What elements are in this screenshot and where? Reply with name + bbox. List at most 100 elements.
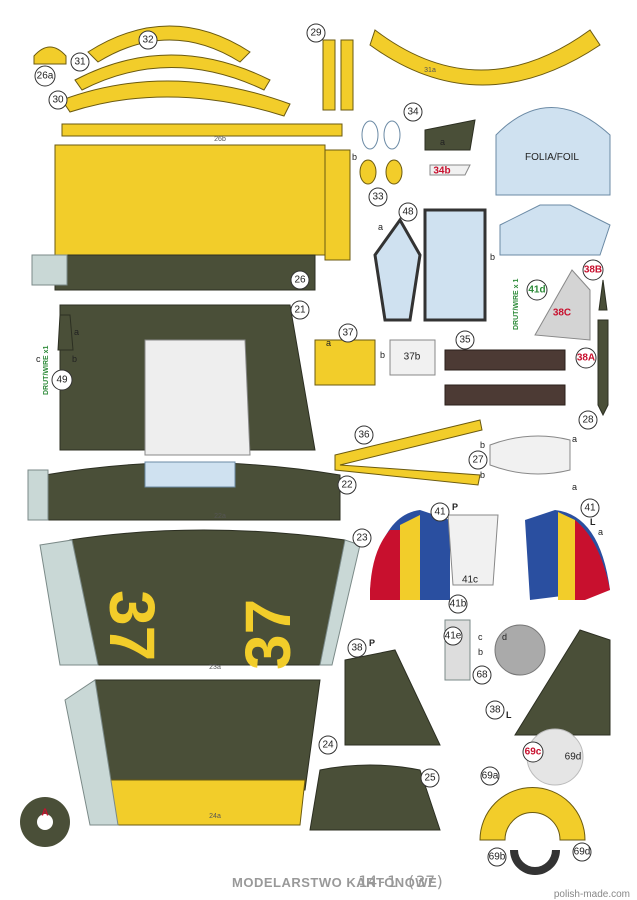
svg-text:69b: 69b — [489, 852, 506, 863]
svg-text:a: a — [440, 137, 445, 147]
label-36: 36 — [354, 425, 374, 445]
svg-text:a: a — [572, 482, 577, 492]
part-labels: 32 31 26a 30 26b 29 31a 34 34b 33 48 26 … — [34, 23, 604, 867]
part-32-ring — [33, 25, 343, 137]
part-33 — [359, 120, 403, 185]
svg-text:36: 36 — [358, 430, 370, 441]
label-38-right: 38 — [485, 700, 505, 720]
label-30: 30 — [48, 90, 68, 110]
svg-text:32: 32 — [142, 35, 154, 46]
website: polish-made.com — [554, 889, 630, 900]
part-69a — [479, 787, 586, 841]
part-36 — [334, 419, 483, 486]
svg-text:38: 38 — [351, 643, 363, 654]
part-21-fuselage — [59, 304, 316, 456]
svg-text:a: a — [598, 527, 603, 537]
part-A-hub — [37, 814, 53, 830]
svg-text:b: b — [480, 470, 485, 480]
label-37b: 37b — [404, 352, 421, 363]
part-68-disc — [494, 624, 546, 676]
svg-text:48: 48 — [402, 207, 414, 218]
svg-text:c: c — [478, 632, 483, 642]
label-26a: 26a — [34, 65, 56, 87]
letter-P-38: P — [369, 638, 375, 648]
part-69b — [510, 850, 560, 875]
svg-text:49: 49 — [56, 375, 68, 386]
label-38A: 38A — [575, 347, 597, 369]
label-38B: 38B — [582, 259, 604, 281]
label-27: 27 — [468, 450, 488, 470]
part-38-left-stab — [344, 649, 441, 746]
svg-text:34: 34 — [407, 107, 419, 118]
label-26: 26 — [290, 270, 310, 290]
svg-text:37: 37 — [342, 328, 354, 339]
part-24 — [64, 679, 321, 826]
label-69d-2: 69d — [572, 842, 592, 862]
label-48: 48 — [398, 202, 418, 222]
tail-number-left: 37 — [96, 590, 168, 661]
svg-text:26: 26 — [294, 275, 306, 286]
part-29 — [322, 39, 354, 111]
svg-text:b: b — [352, 152, 357, 162]
label-37: 37 — [338, 323, 358, 343]
svg-text:23: 23 — [356, 533, 368, 544]
part-48-canopy — [373, 208, 487, 322]
part-22 — [27, 461, 341, 521]
label-23: 23 — [352, 528, 372, 548]
svg-text:38: 38 — [489, 705, 501, 716]
part-31a — [369, 29, 601, 86]
part-27 — [489, 435, 571, 475]
label-49: 49 — [51, 369, 73, 391]
letter-P-41: P — [452, 502, 458, 512]
part-49 — [57, 314, 74, 351]
label-28: 28 — [578, 410, 598, 430]
part-41-left-rudder — [370, 510, 450, 600]
part-25 — [309, 764, 441, 831]
label-41b: 41b — [448, 594, 468, 614]
label-32: 32 — [138, 30, 158, 50]
svg-text:c: c — [36, 354, 41, 364]
label-31: 31 — [70, 52, 90, 72]
svg-text:a: a — [326, 338, 331, 348]
foil-label: FOLIA/FOIL — [525, 152, 579, 163]
svg-text:25: 25 — [424, 773, 436, 784]
svg-text:41: 41 — [584, 503, 596, 514]
part-37 — [314, 339, 376, 386]
svg-text:28: 28 — [582, 415, 594, 426]
label-69d: 69d — [565, 752, 582, 763]
part-38A — [597, 319, 609, 417]
label-24a: 24a — [209, 813, 221, 820]
wire-label-49: DRUT/WIRE x1 — [43, 346, 50, 396]
label-22: 22 — [337, 475, 357, 495]
letters: a b a b a b c a b b b a a c b d a — [36, 137, 603, 657]
part-41c — [447, 514, 499, 586]
part-37b — [389, 339, 436, 376]
svg-text:41d: 41d — [528, 285, 545, 296]
svg-text:22: 22 — [341, 480, 353, 491]
label-22a: 22a — [214, 513, 226, 520]
svg-text:b: b — [72, 354, 77, 364]
part-23 — [39, 529, 361, 666]
svg-text:38A: 38A — [577, 353, 595, 364]
part-38B — [598, 279, 608, 311]
svg-text:26a: 26a — [37, 71, 54, 82]
svg-text:31: 31 — [74, 57, 86, 68]
label-69a: 69a — [480, 766, 500, 786]
label-68: 68 — [472, 665, 492, 685]
svg-text:24: 24 — [322, 740, 334, 751]
svg-text:d: d — [502, 632, 507, 642]
svg-text:29: 29 — [310, 28, 322, 39]
part-26-fuselage — [31, 144, 351, 291]
label-41-right: 41 — [580, 498, 600, 518]
label-41e: 41e — [443, 626, 463, 646]
svg-text:68: 68 — [476, 670, 488, 681]
label-29: 29 — [306, 23, 326, 43]
svg-text:b: b — [490, 252, 495, 262]
label-21: 21 — [290, 300, 310, 320]
svg-text:35: 35 — [459, 335, 471, 346]
svg-text:21: 21 — [294, 305, 306, 316]
label-34b: 34b — [433, 166, 450, 177]
part-34 — [424, 119, 476, 176]
wire-label-41d: DRUT/WIRE x 1 — [513, 279, 520, 330]
